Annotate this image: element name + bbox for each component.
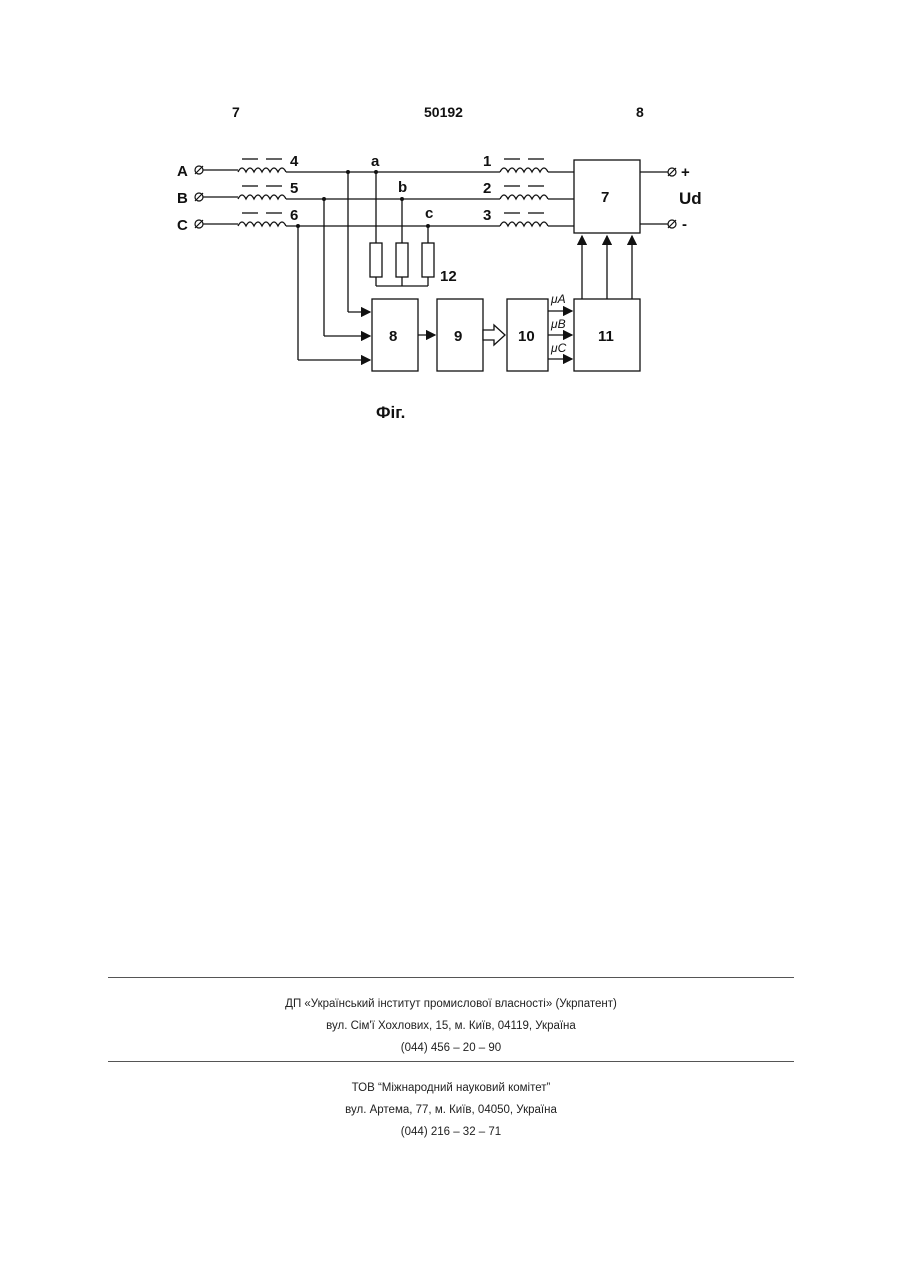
reactor-1 xyxy=(500,168,548,172)
publisher-name: ДП «Український інститут промислової вла… xyxy=(108,998,794,1010)
output-plus-label: + xyxy=(681,164,690,181)
block-label-8: 8 xyxy=(389,328,397,345)
phase-label-b: B xyxy=(177,190,188,207)
reactor-2 xyxy=(500,195,548,199)
footer-rule-middle xyxy=(108,1061,794,1062)
resistor-group-label: 12 xyxy=(440,268,457,285)
signal-label-c: μC xyxy=(550,341,567,355)
resistor-c xyxy=(422,243,434,277)
reactor-4 xyxy=(238,168,286,172)
block-label-11: 11 xyxy=(598,328,614,345)
printer-phone: (044) 216 – 32 – 71 xyxy=(108,1126,794,1138)
reactor-label-3: 3 xyxy=(483,207,491,224)
publisher-phone: (044) 456 – 20 – 90 xyxy=(108,1042,794,1054)
phase-label-c: C xyxy=(177,217,188,234)
reactor-label-6: 6 xyxy=(290,207,298,224)
node-label-a: a xyxy=(371,153,380,170)
phase-label-a: A xyxy=(177,163,188,180)
block-label-7: 7 xyxy=(601,189,609,206)
output-minus-label: - xyxy=(682,216,687,233)
bus-arrow-9-10 xyxy=(483,325,505,345)
reactor-5 xyxy=(238,195,286,199)
reactor-label-1: 1 xyxy=(483,153,491,170)
signal-label-a: μA xyxy=(550,292,566,306)
printer-name: ТОВ “Міжнародний науковий комітет” xyxy=(108,1082,794,1094)
node-label-c: c xyxy=(425,205,433,222)
block-label-9: 9 xyxy=(454,328,462,345)
footer-rule-top xyxy=(108,977,794,978)
signal-label-b: μB xyxy=(550,317,566,331)
output-voltage-label: Ud xyxy=(679,189,702,208)
figure-caption: Фіг. xyxy=(376,403,405,423)
reactor-6 xyxy=(238,222,286,226)
node-label-b: b xyxy=(398,179,407,196)
reactor-label-4: 4 xyxy=(290,153,299,170)
circuit-diagram: A B C 4 5 6 1 2 3 a b c 12 7 8 9 10 11 μ… xyxy=(0,0,900,440)
printer-address: вул. Артема, 77, м. Київ, 04050, Україна xyxy=(108,1104,794,1116)
reactor-3 xyxy=(500,222,548,226)
block-label-10: 10 xyxy=(518,328,535,345)
publisher-address: вул. Сім'ї Хохлових, 15, м. Київ, 04119,… xyxy=(108,1020,794,1032)
reactor-label-2: 2 xyxy=(483,180,491,197)
resistor-b xyxy=(396,243,408,277)
reactor-label-5: 5 xyxy=(290,180,298,197)
resistor-a xyxy=(370,243,382,277)
